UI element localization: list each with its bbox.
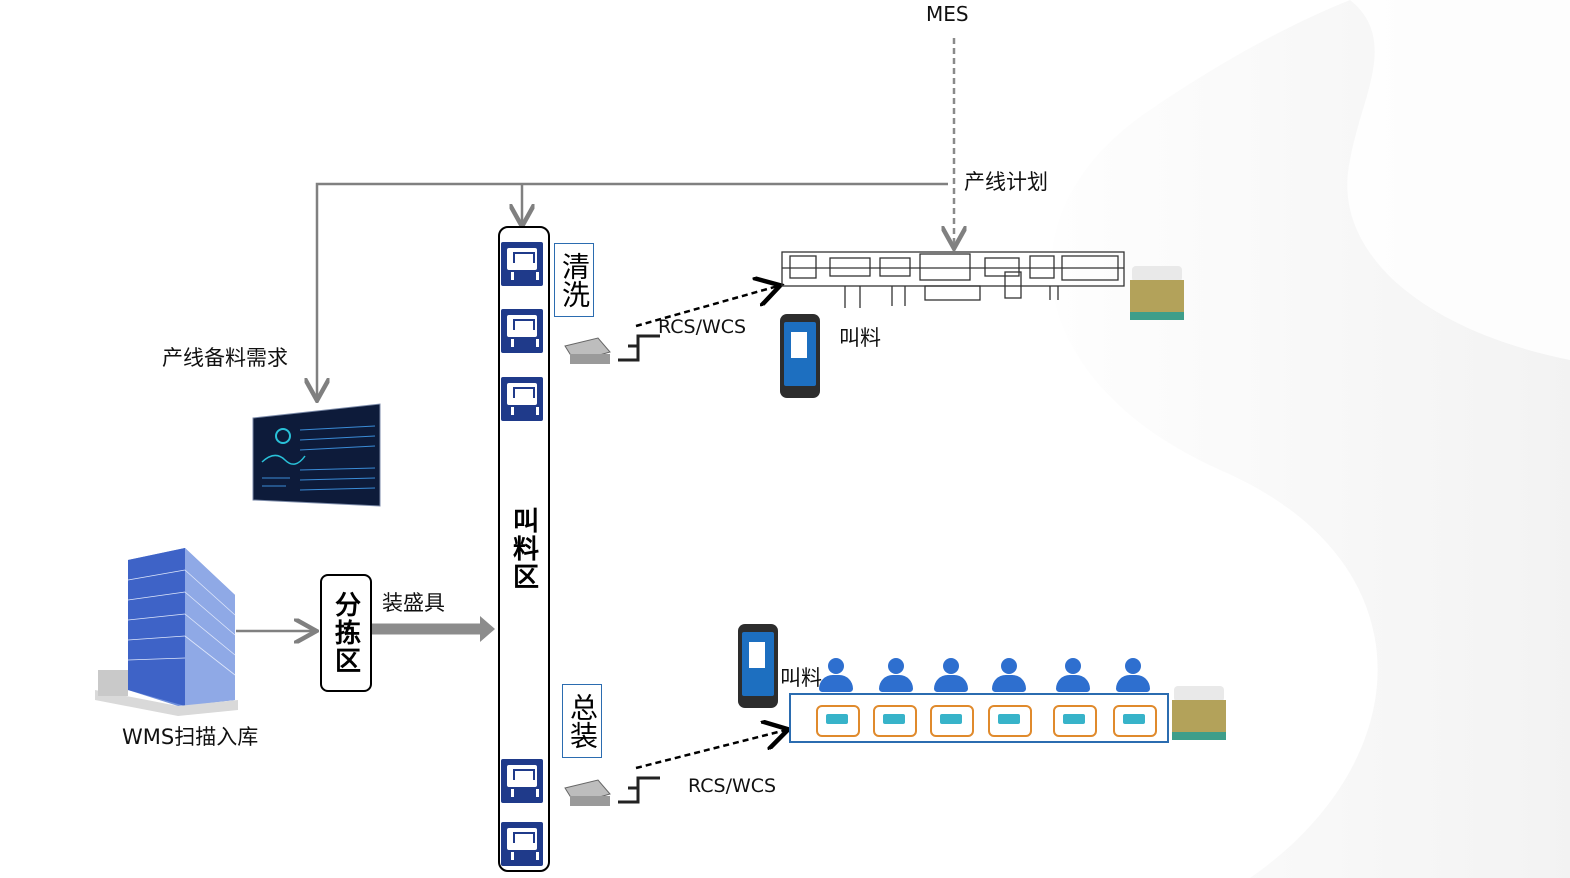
sort-area-label: 分拣区 xyxy=(330,591,361,675)
worker-icon xyxy=(934,658,968,694)
material-bin-icon xyxy=(930,705,974,737)
wms-label: WMS扫描入库 xyxy=(122,725,259,749)
agv-top-route xyxy=(635,286,778,328)
call-area-label: 叫料区 xyxy=(508,507,539,591)
worker-icon xyxy=(819,658,853,694)
worker-icon xyxy=(879,658,913,694)
plan-distribution-line xyxy=(317,182,948,398)
worker-icon xyxy=(1056,658,1090,694)
assembly-tag: 总装 xyxy=(562,684,602,758)
plan-label: 产线计划 xyxy=(964,170,1048,194)
sort-area-box: 分拣区 xyxy=(320,574,372,692)
material-bin-icon xyxy=(988,705,1032,737)
clean-tag: 清洗 xyxy=(554,243,594,317)
rcs-top-label: RCS/WCS xyxy=(658,316,747,338)
mobile-phone-icon[interactable] xyxy=(780,314,820,398)
workstation-icon[interactable] xyxy=(501,377,543,421)
rcs-bottom-label: RCS/WCS xyxy=(688,775,777,797)
call-top-label: 叫料 xyxy=(839,326,881,350)
agv-forklift-icon xyxy=(564,776,660,806)
assembly-label: 总装 xyxy=(566,693,599,749)
worker-icon xyxy=(1116,658,1150,694)
agv-bottom-route xyxy=(635,730,786,770)
workstation-icon[interactable] xyxy=(501,309,543,353)
dashboard-screen-icon xyxy=(252,403,381,507)
pallet-icon xyxy=(1172,686,1226,744)
fixture-arrow-head xyxy=(480,616,495,642)
mobile-phone-icon[interactable] xyxy=(738,624,778,708)
call-bottom-label: 叫料 xyxy=(780,666,822,690)
material-bin-icon xyxy=(1113,705,1157,737)
clean-label: 清洗 xyxy=(558,252,591,308)
pallet-icon xyxy=(1130,266,1184,324)
material-bin-icon xyxy=(816,705,860,737)
material-bin-icon xyxy=(873,705,917,737)
agv-forklift-icon xyxy=(564,334,660,364)
prep-demand-label: 产线备料需求 xyxy=(162,346,288,370)
mes-label: MES xyxy=(926,2,969,26)
workstation-icon[interactable] xyxy=(501,759,543,803)
fixture-label: 装盛具 xyxy=(382,591,445,615)
workstation-icon[interactable] xyxy=(501,242,543,286)
production-line-icon xyxy=(781,251,1125,308)
worker-icon xyxy=(992,658,1026,694)
material-bin-icon xyxy=(1053,705,1097,737)
automated-warehouse-icon xyxy=(95,548,238,716)
workstation-icon[interactable] xyxy=(501,822,543,866)
